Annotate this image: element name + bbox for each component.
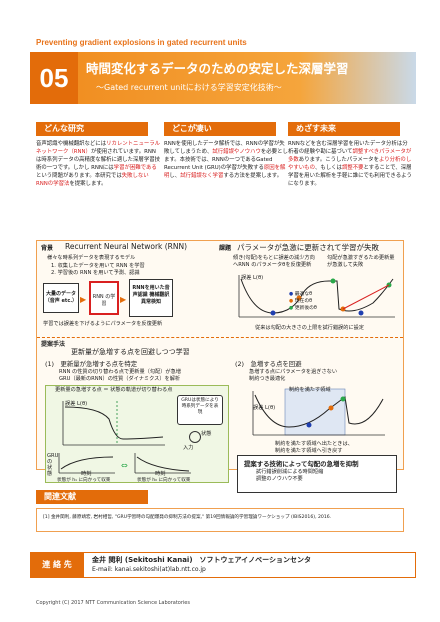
time-label-2: 時刻: [155, 471, 166, 477]
state-cycle-icon: [189, 431, 201, 443]
rnn-title: Recurrent Neural Network (RNN): [65, 242, 188, 251]
legend-current: ● 現在のθ: [289, 299, 313, 304]
method-2-desc-2: 制約つき最適化: [249, 376, 286, 382]
section-text-where: RNNを使用したデータ解析では、RNNの学習が失敗してしまうため、試行錯誤やノウ…: [164, 141, 288, 179]
convergence-plot-1: [58, 453, 115, 474]
problem-note-1: 傾き(勾配)をもとに誤差の減少方向へRNN のパラメータθを反復更新: [233, 255, 315, 268]
state-label: 状態: [201, 431, 212, 437]
section-heading-where: どこが凄い: [164, 122, 276, 136]
time-label-1: 時刻: [81, 471, 92, 477]
method-2-note-1: 制約を満たす領域へ出たときは、: [275, 441, 353, 447]
constraint-region-label: 制約を満たす領域: [289, 387, 331, 393]
method-label: 提案手法: [41, 341, 66, 348]
poster-number: 05: [30, 52, 78, 104]
main-panel: 背景 Recurrent Neural Network (RNN) 様々な時系列…: [36, 240, 404, 493]
result-box: 提案する技術によって勾配の急増を抑制 試行錯誤削減による時間短縮 調整のノウハウ…: [237, 455, 397, 493]
title-banner: [30, 52, 416, 104]
english-title: Preventing gradient explosions in gated …: [36, 38, 247, 47]
rnn-desc: 様々な時系列データを表現するモデル: [47, 255, 136, 261]
legend: ● 最適なθ ● 現在のθ ● 更新後のθ: [289, 291, 317, 312]
section-heading-what: どんな研究: [36, 122, 148, 136]
constrained-plot: [252, 388, 385, 436]
references-text: [1] 金井関利, 藤原靖宏, 岩村相哲, "GRU学習時の勾配爆発の抑制方法の…: [36, 508, 404, 532]
section-text-future: RNNなどを含む深層学習を用いたデータ分析は分析者の経験や勘に基づいて調整すべき…: [288, 141, 412, 187]
error-axis-label-3: 誤差 L(θ): [253, 405, 276, 411]
input-label: 入力: [183, 445, 194, 451]
method-1-desc-2: GRU（最新のRNN）の性質（ダイナミクス）を解析: [59, 376, 181, 382]
problem-note-2: 勾配が急激すぎるため更新量が急激して失敗: [327, 255, 395, 268]
convergence-plot-2: [134, 453, 191, 474]
step-1: 1. 収集したデータを用いて RNN を学習: [51, 263, 145, 269]
method-1-box-title: 更新量の急増する点 ＝ 状態の軌道が切り替わる点: [55, 387, 173, 393]
result-2: 調整のノウハウ不要: [256, 476, 303, 482]
arrow-right-icon-2: ▶: [120, 295, 127, 304]
application-box: RNNを用いた音声認識 機械翻訳 異常検知: [129, 279, 173, 317]
arrow-right-icon: ▶: [80, 295, 87, 304]
problem-label: 課題: [219, 245, 232, 252]
legend-updated: ● 更新後のθ: [289, 306, 317, 311]
problem-title: パラメータが急激に更新されて学習が失敗: [237, 243, 380, 252]
error-surface-plot: [238, 275, 395, 318]
references-heading: 関連文献: [36, 490, 148, 504]
legend-optimal: ● 最適なθ: [289, 292, 313, 297]
state-description-box: GRUは状態により時系列データを表現: [177, 395, 223, 425]
method-2-desc-1: 急増する点にパラメータを過ぎさない: [249, 369, 338, 375]
result-1: 試行錯誤削減による時間短縮: [256, 469, 324, 475]
divider: [37, 337, 403, 338]
method-2-title: (2) 急増する点を回避: [235, 360, 302, 368]
background-note: 学習では誤差を下げるようにパラメータを反復更新: [43, 321, 163, 327]
result-title: 提案する技術によって勾配の急増を抑制: [244, 460, 359, 468]
rnn-learning-box: RNN の学習: [89, 281, 119, 315]
sigmoid-plot: [62, 401, 165, 446]
convergence-a: 状態が h₁ に向かって収束: [57, 478, 111, 483]
copyright: Copyright (C) 2017 NTT Communication Sci…: [36, 600, 190, 606]
method-1-desc-1: RNN の性質の切り替わる点で更新量（勾配）が急増: [59, 369, 181, 375]
section-heading-future: めざす未来: [288, 122, 400, 136]
method-title: 更新量が急増する点を回避しつつ学習: [71, 348, 190, 356]
error-axis-label-2: 誤差 L(θ): [65, 401, 88, 407]
gru-state-label: GRUの状態: [47, 453, 59, 477]
section-text-what: 音声認識や機械翻訳などにはリカレントニューラルネットワーク（RNN）が使用されて…: [36, 141, 161, 187]
sub-title: 〜Gated recurrent unitにおける学習安定化技術〜: [96, 83, 282, 92]
problem-footnote: 従来は勾配の大きさの上限を試行錯誤的に設定: [255, 325, 364, 331]
contact-name: 金井 関利 (Sekitoshi Kanai) ソフトウェアイノベーションセンタ: [92, 556, 312, 564]
main-title: 時間変化するデータのための安定した深層学習: [86, 61, 349, 76]
contact-label: 連 絡 先: [30, 552, 84, 578]
method-2-note-2: 制約を満たす領域へ引き戻す: [275, 448, 343, 454]
step-2: 2. 学習後の RNN を用いて予測、認識: [51, 270, 140, 276]
background-label: 背景: [41, 245, 54, 252]
error-axis-label: 誤差 L(θ): [241, 275, 264, 281]
method-1-title: (1) 更新量が急増する点を特定: [45, 360, 138, 368]
data-box: 大量のデータ（音声 etc.）: [43, 283, 79, 313]
convergence-b: 状態が h₀ に向かって収束: [137, 478, 191, 483]
double-arrow-icon: ⇔: [121, 461, 128, 470]
contact-email: E-mail: kanai.sekitoshi(at)lab.ntt.co.jp: [92, 566, 206, 573]
